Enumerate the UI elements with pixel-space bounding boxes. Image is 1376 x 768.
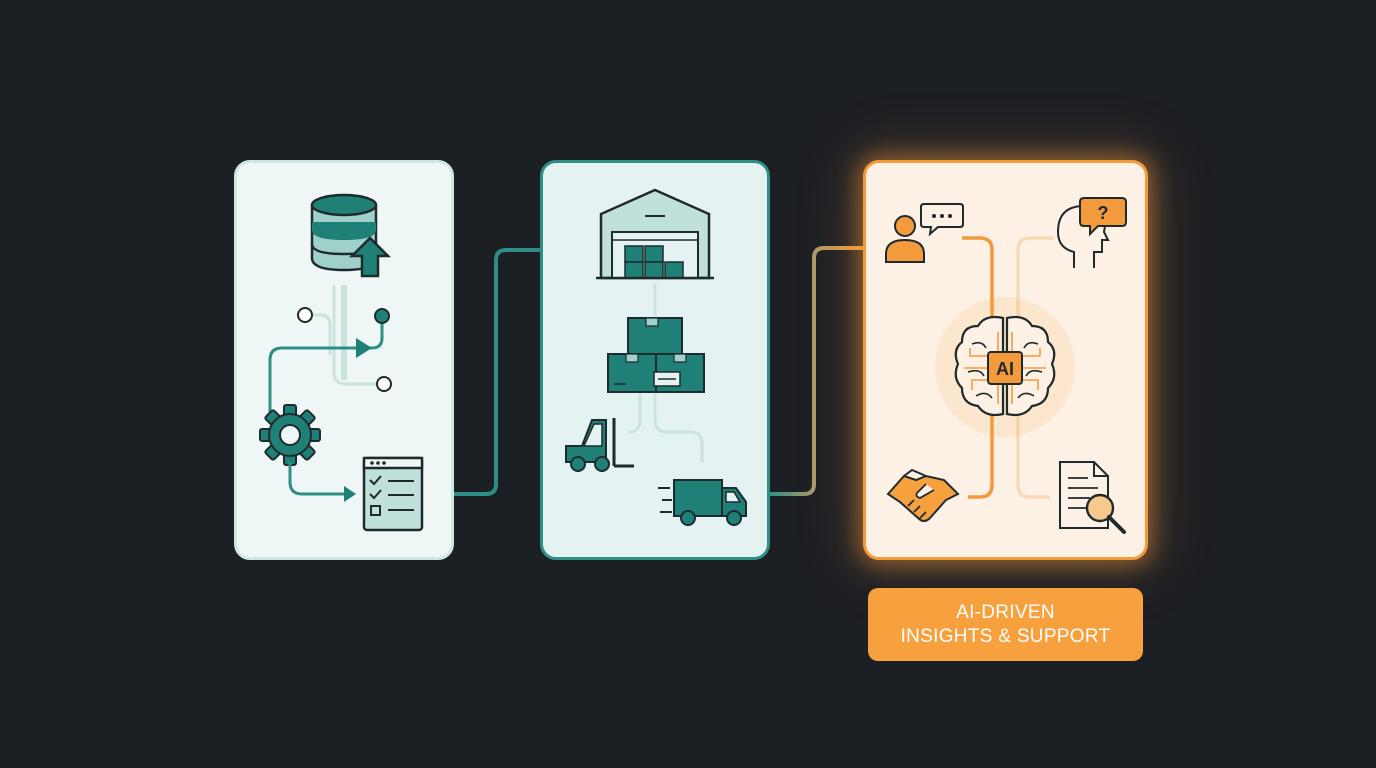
checklist-icon (288, 456, 424, 532)
ai-insights-badge: AI-DRIVEN INSIGHTS & SUPPORT (868, 588, 1143, 661)
connector-1-2 (454, 248, 540, 496)
document-search-icon (1059, 461, 1126, 534)
help-question-mark: ? (1098, 203, 1109, 223)
connector-2-3 (770, 246, 863, 496)
head-question-icon: ? (1056, 197, 1127, 268)
warehouse-icon (596, 188, 714, 280)
badge-line-2: INSIGHTS & SUPPORT (900, 625, 1111, 647)
delivery-truck-icon (658, 479, 747, 526)
ai-chip-label: AI (996, 359, 1014, 379)
boxes-icon (607, 284, 705, 393)
database-upload-icon (310, 193, 392, 278)
user-chat-icon (885, 203, 964, 263)
badge-line-1: AI-DRIVEN (956, 601, 1055, 623)
forklift-icon (565, 394, 704, 472)
ai-brain-icon: AI (935, 297, 1075, 437)
gear-icon (259, 404, 321, 466)
branching-flow-icon (268, 285, 392, 420)
handshake-icon (886, 468, 960, 522)
